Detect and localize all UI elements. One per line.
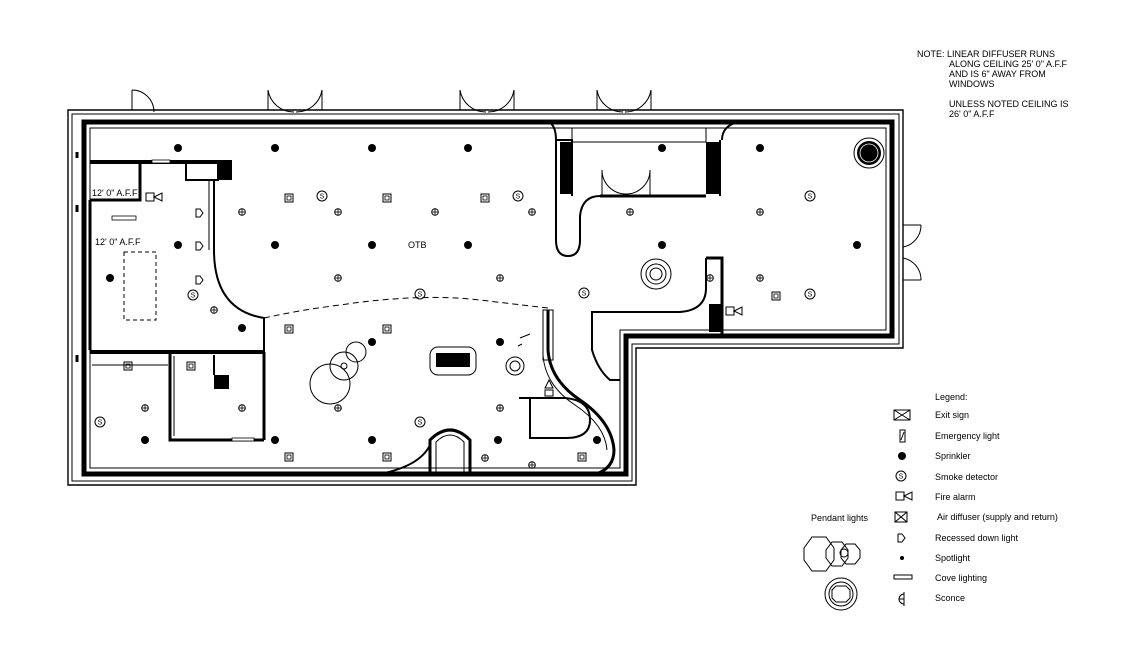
- legend-label-sprinkler: Sprinkler: [935, 451, 971, 461]
- smoke-detector-icon: [895, 470, 907, 482]
- note-line-5: UNLESS NOTED CEILING IS: [949, 99, 1069, 109]
- otb-label: OTB: [408, 240, 427, 250]
- plan-pentagon-lights: [195, 208, 204, 285]
- plan-sprinklers: [106, 144, 861, 444]
- legend-label-air-diffuser: Air diffuser (supply and return): [937, 512, 1058, 522]
- room-height-label-2: 12' 0" A.F.F: [95, 237, 141, 247]
- legend-label-sconce: Sconce: [935, 593, 965, 603]
- plan-air-diffusers: [123, 193, 781, 462]
- plan-pendant-lights: [309, 137, 885, 405]
- note-line-6: 26' 0" A.F.F: [949, 109, 995, 119]
- room-height-label-1: 12' 0" A.F.F: [92, 188, 138, 198]
- legend-label-spotlight: Spotlight: [935, 553, 971, 563]
- legend-label-cove-lighting: Cove lighting: [935, 573, 987, 583]
- note-line-1: NOTE: LINEAR DIFFUSER RUNS: [917, 49, 1055, 59]
- legend-label-fire-alarm: Fire alarm: [935, 492, 976, 502]
- plan-bar-fixture: [544, 378, 554, 397]
- legend-label-emergency-light: Emergency light: [935, 431, 1000, 441]
- interior-walls: [75, 121, 739, 476]
- note-line-3: AND IS 6" AWAY FROM: [949, 69, 1046, 79]
- dashed-skylight-outline: [123, 251, 157, 321]
- legend-label-recessed-down-light: Recessed down light: [935, 533, 1019, 543]
- plan-smoke-detectors: [94, 190, 816, 428]
- recessed-down-light-icon: [897, 533, 906, 543]
- sconce-icon: [898, 592, 905, 606]
- exit-sign-icon: [893, 409, 911, 421]
- note-line-4: WINDOWS: [949, 79, 995, 89]
- cove-lighting-icon: [893, 574, 913, 580]
- spotlight-icon: [900, 556, 904, 560]
- air-diffuser-icon: [894, 511, 908, 523]
- legend-label-smoke-detector: Smoke detector: [935, 472, 998, 482]
- note-block: NOTE: LINEAR DIFFUSER RUNS ALONG CEILING…: [917, 49, 1069, 119]
- note-line-2: ALONG CEILING 25' 0" A.F.F: [949, 59, 1067, 69]
- legend-title: Legend:: [935, 392, 968, 402]
- pendant-lights-title: Pendant lights: [811, 513, 869, 523]
- legend: Legend: Exit sign Emergency light Sprink…: [803, 392, 1058, 611]
- plan-fire-alarms: [145, 192, 743, 316]
- emergency-light-icon: [899, 429, 906, 443]
- cove-light-left: [111, 215, 137, 221]
- fire-alarm-icon: [895, 491, 913, 501]
- pendant-lights-icon: [803, 536, 861, 611]
- ceiling-fan-fixture: [857, 141, 881, 165]
- sprinkler-icon: [898, 452, 906, 460]
- legend-label-exit-sign: Exit sign: [935, 410, 969, 420]
- top-window-swings: [131, 89, 922, 281]
